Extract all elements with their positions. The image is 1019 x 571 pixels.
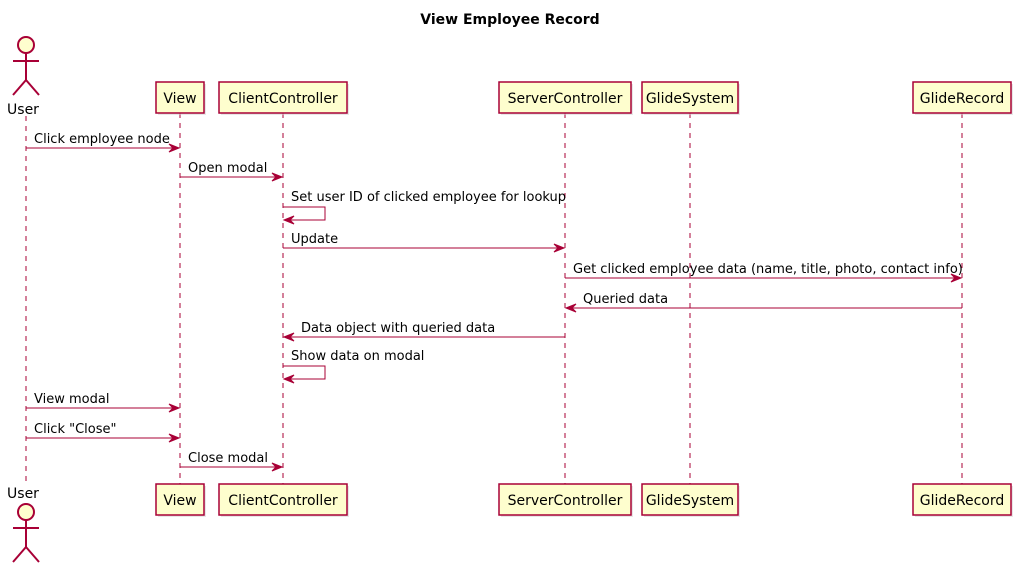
participant-glidesystem-top: GlideSystem xyxy=(641,81,740,115)
message-6: Queried data xyxy=(564,292,962,313)
participant-gliderecord-label: GlideRecord xyxy=(920,493,1005,509)
message-1-label: Click employee node xyxy=(34,132,170,147)
actor-user-label: User xyxy=(7,102,39,118)
lifelines xyxy=(25,113,963,484)
message-11: Close modal xyxy=(180,451,284,472)
participant-view-label: View xyxy=(163,91,196,107)
message-8-label: Show data on modal xyxy=(291,349,424,364)
participant-view-top: View xyxy=(155,81,206,115)
message-3-label: Set user ID of clicked employee for look… xyxy=(291,190,566,205)
participants: UserUserViewViewClientControllerClientCo… xyxy=(7,36,1013,563)
message-4-label: Update xyxy=(291,232,338,247)
message-10-label: Click "Close" xyxy=(34,422,116,437)
message-5: Get clicked employee data (name, title, … xyxy=(565,262,963,283)
participant-server-top: ServerController xyxy=(498,81,633,115)
message-9: View modal xyxy=(26,392,181,413)
message-9-label: View modal xyxy=(34,392,109,407)
message-5-label: Get clicked employee data (name, title, … xyxy=(573,262,963,277)
message-10: Click "Close" xyxy=(26,422,181,443)
participant-server-label: ServerController xyxy=(508,91,623,107)
actor-user-label: User xyxy=(7,486,39,502)
participant-glidesystem-bottom: GlideSystem xyxy=(641,483,740,517)
participant-client-label: ClientController xyxy=(228,493,338,509)
participant-view-label: View xyxy=(163,493,196,509)
participant-gliderecord-label: GlideRecord xyxy=(920,91,1005,107)
message-7-label: Data object with queried data xyxy=(301,321,495,336)
participant-client-bottom: ClientController xyxy=(218,483,349,517)
participant-server-label: ServerController xyxy=(508,493,623,509)
message-2-label: Open modal xyxy=(188,161,267,176)
actor-user-icon xyxy=(12,36,40,96)
message-1: Click employee node xyxy=(26,132,181,153)
message-6-label: Queried data xyxy=(583,292,668,307)
message-4: Update xyxy=(283,232,566,253)
message-8: Show data on modal xyxy=(282,349,424,384)
message-11-label: Close modal xyxy=(188,451,268,466)
participant-gliderecord-bottom: GlideRecord xyxy=(912,483,1013,517)
participant-gliderecord-top: GlideRecord xyxy=(912,81,1013,115)
participant-client-top: ClientController xyxy=(218,81,349,115)
participant-server-bottom: ServerController xyxy=(498,483,633,517)
actor-user-icon xyxy=(12,503,40,563)
participant-view-bottom: View xyxy=(155,483,206,517)
participant-client-label: ClientController xyxy=(228,91,338,107)
message-2: Open modal xyxy=(180,161,284,182)
diagram-title: View Employee Record xyxy=(420,12,599,28)
message-7: Data object with queried data xyxy=(282,321,565,342)
message-3: Set user ID of clicked employee for look… xyxy=(282,190,566,225)
participant-glidesystem-label: GlideSystem xyxy=(646,91,734,107)
participant-glidesystem-label: GlideSystem xyxy=(646,493,734,509)
